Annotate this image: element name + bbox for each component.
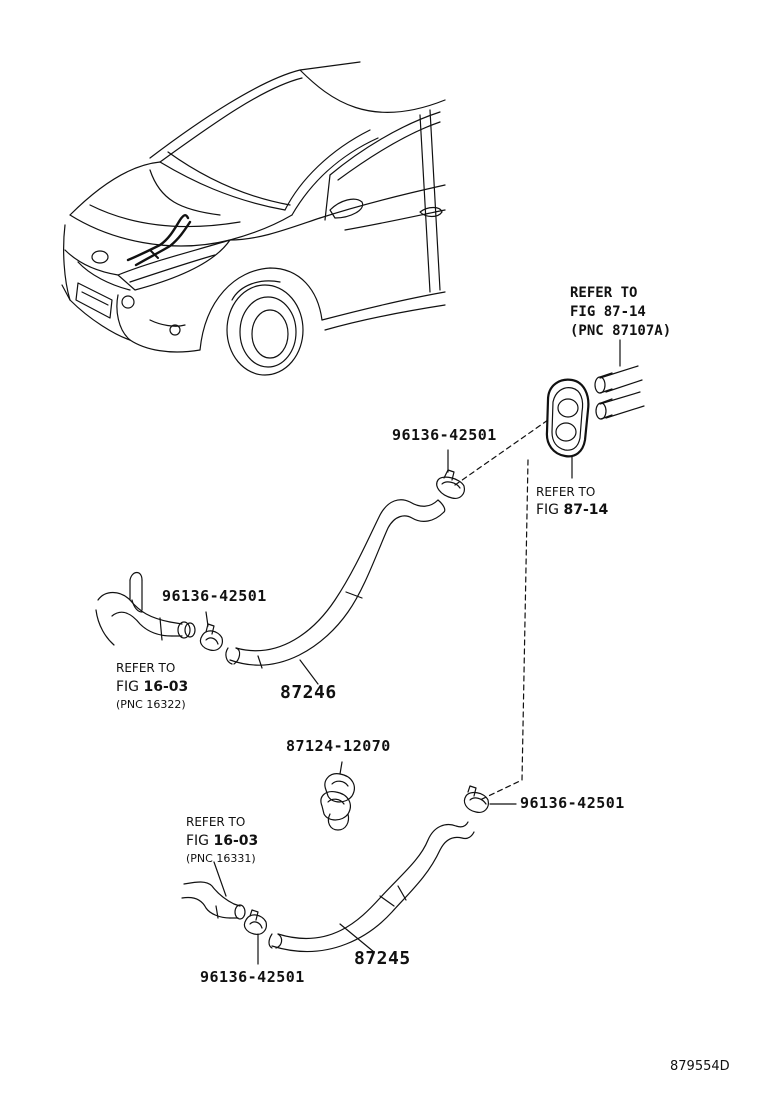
- clamp-left-lower: [244, 910, 266, 934]
- part-number-hose-upper: 87246: [280, 682, 337, 703]
- refer-lower-line3: (PNC 16331): [186, 852, 256, 865]
- refer-mid-line1: REFER TO: [536, 485, 596, 499]
- grommet: [547, 380, 588, 457]
- refer-lower-prefix: FIG: [186, 833, 214, 849]
- clip-87124: [321, 762, 354, 830]
- refer-lower-line1: REFER TO: [186, 815, 246, 829]
- dashed-link-upper: [455, 420, 548, 485]
- part-number-clamp-left-upper: 96136-42501: [162, 587, 267, 605]
- refer-top-line1: REFER TO: [570, 285, 638, 301]
- part-number-hose-lower: 87245: [354, 948, 411, 969]
- refer-top-line2: FIG 87-14: [570, 304, 646, 320]
- vehicle-illustration: [62, 62, 445, 375]
- leader-refer-lower: [214, 862, 226, 896]
- refer-top-line3: (PNC 87107A): [570, 323, 672, 339]
- leader-87245: [340, 924, 374, 952]
- diagram-id: 879554D: [670, 1059, 730, 1074]
- dashed-link-lower: [480, 460, 528, 800]
- leader-87246: [300, 660, 318, 684]
- clamp-lower-right: [464, 786, 488, 812]
- refer-mid-prefix: FIG: [536, 502, 564, 518]
- part-number-clip: 87124-12070: [286, 737, 391, 755]
- pipe-left-upper: [96, 573, 195, 646]
- refer-left-prefix: FIG: [116, 679, 144, 695]
- clamp-upper-right: [437, 470, 465, 498]
- refer-left-line1: REFER TO: [116, 661, 176, 675]
- refer-lower-line2: FIG 16-03: [186, 834, 258, 848]
- refer-left-line2: FIG 16-03: [116, 680, 188, 694]
- leader-clamp-left-upper: [206, 612, 208, 626]
- refer-lower-num: 16-03: [213, 833, 259, 849]
- part-number-clamp-top: 96136-42501: [392, 426, 497, 444]
- nozzle-tubes: [595, 366, 644, 419]
- part-number-clamp-right-lower: 96136-42501: [520, 794, 625, 812]
- hose-87245: [269, 822, 474, 952]
- refer-mid-line2: FIG 87-14: [536, 503, 608, 517]
- hose-87246: [226, 500, 445, 668]
- refer-left-line3: (PNC 16322): [116, 698, 186, 711]
- refer-left-num: 16-03: [143, 679, 189, 695]
- clamp-left-upper: [200, 624, 222, 650]
- pipe-left-lower: [182, 882, 245, 919]
- part-number-clamp-left-lower: 96136-42501: [200, 968, 305, 986]
- refer-mid-num: 87-14: [563, 502, 609, 518]
